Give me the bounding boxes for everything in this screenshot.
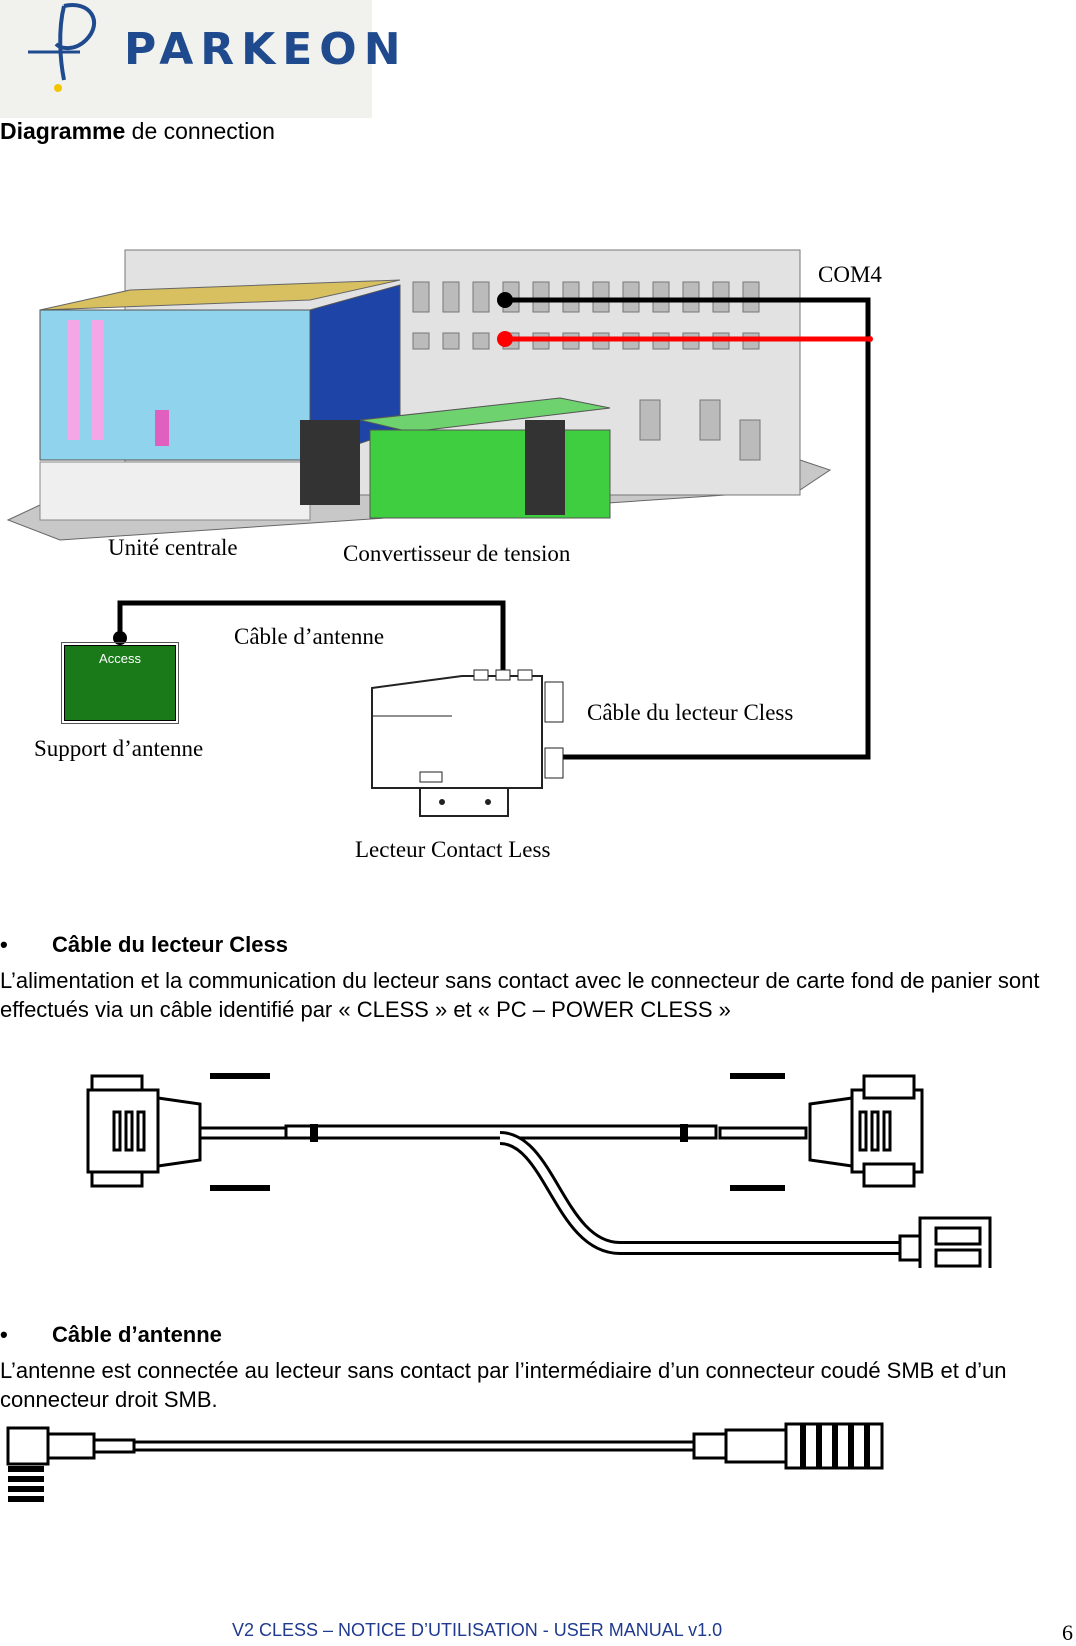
page-title: Diagramme de connection xyxy=(0,118,275,145)
access-label: Access xyxy=(99,651,141,666)
label-support-antenne: Support d’antenne xyxy=(34,736,204,761)
page-number: 6 xyxy=(1062,1620,1073,1645)
cless-cable-illustration xyxy=(86,1073,992,1268)
reader-illustration xyxy=(371,669,564,817)
section-title: Câble d’antenne xyxy=(52,1322,222,1347)
label-com4: COM4 xyxy=(818,262,882,287)
connection-diagram xyxy=(6,249,873,817)
wire-com4 xyxy=(497,292,871,760)
antenna-cable-illustration xyxy=(6,1422,884,1502)
wire-red xyxy=(497,331,873,347)
title-rest: de connection xyxy=(125,118,275,144)
section-title: Câble du lecteur Cless xyxy=(52,932,288,957)
logo: PARKEON xyxy=(0,0,401,118)
label-cable-lecteur: Câble du lecteur Cless xyxy=(587,700,794,725)
label-unite-centrale: Unité centrale xyxy=(108,535,238,560)
label-cable-antenne: Câble d’antenne xyxy=(234,624,385,649)
antenna-support-box: Access xyxy=(61,642,179,724)
section-cable-antenne-heading: • Câble d’antenne xyxy=(0,1322,222,1348)
section-cable-antenne-text: L’antenne est connectée au lecteur sans … xyxy=(0,1358,1007,1412)
label-lecteur: Lecteur Contact Less xyxy=(355,837,551,862)
cabinet-illustration xyxy=(6,249,832,541)
footer-title: V2 CLESS – NOTICE D’UTILISATION - USER M… xyxy=(232,1620,723,1640)
title-bold: Diagramme xyxy=(0,118,126,144)
label-convertisseur: Convertisseur de tension xyxy=(343,541,571,566)
bullet: • xyxy=(0,1322,8,1347)
bullet: • xyxy=(0,932,8,957)
section-cable-lecteur-heading: • Câble du lecteur Cless xyxy=(0,932,288,958)
section-cable-lecteur-text: L’alimentation et la communication du le… xyxy=(0,968,1040,1022)
logo-wordmark: PARKEON xyxy=(124,24,408,75)
logo-mark-icon xyxy=(28,3,97,92)
